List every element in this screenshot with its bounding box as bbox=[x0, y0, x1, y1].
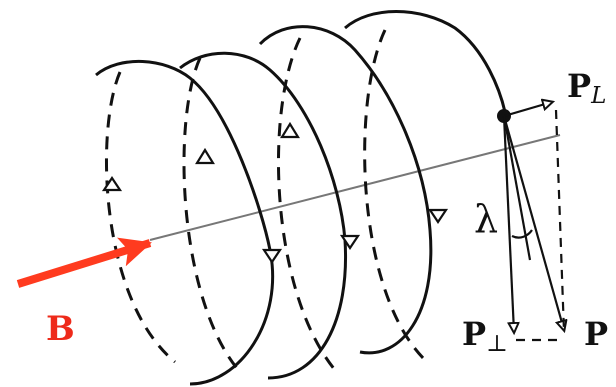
pl-label: PL bbox=[567, 67, 606, 108]
field-axis-line bbox=[149, 134, 561, 241]
b-label: B bbox=[46, 312, 75, 346]
pperp-label-main: P bbox=[462, 315, 487, 353]
momentum-vectors bbox=[502, 102, 566, 342]
pperp-label-sub: ⊥ bbox=[486, 331, 508, 358]
b-field-arrow bbox=[16, 237, 152, 288]
up-arrow-2 bbox=[195, 147, 215, 165]
down-arrow-3 bbox=[427, 208, 449, 224]
pl-label-sub: L bbox=[591, 83, 607, 110]
pperp-label: P⊥ bbox=[462, 315, 508, 356]
b-label-text: B bbox=[46, 309, 75, 349]
helix-direction-arrows bbox=[101, 121, 449, 264]
lambda-angle-arc bbox=[511, 229, 533, 239]
pl-label-main: P bbox=[567, 67, 592, 105]
p-vector bbox=[502, 115, 564, 330]
up-arrow-1 bbox=[101, 176, 123, 192]
p-label: P bbox=[584, 318, 608, 350]
helix-back-arcs bbox=[105, 29, 427, 373]
lambda-label: λ bbox=[474, 200, 498, 238]
p-label-text: P bbox=[584, 315, 609, 353]
down-arrow-2 bbox=[339, 234, 361, 250]
projection-line-vertical bbox=[554, 109, 566, 333]
up-arrow-3 bbox=[280, 121, 300, 139]
pl-vector bbox=[503, 102, 552, 118]
helix-front-arcs bbox=[95, 10, 507, 386]
lambda-text: λ bbox=[474, 197, 499, 241]
down-arrow-1 bbox=[261, 248, 283, 264]
pperp-vector bbox=[502, 115, 514, 332]
